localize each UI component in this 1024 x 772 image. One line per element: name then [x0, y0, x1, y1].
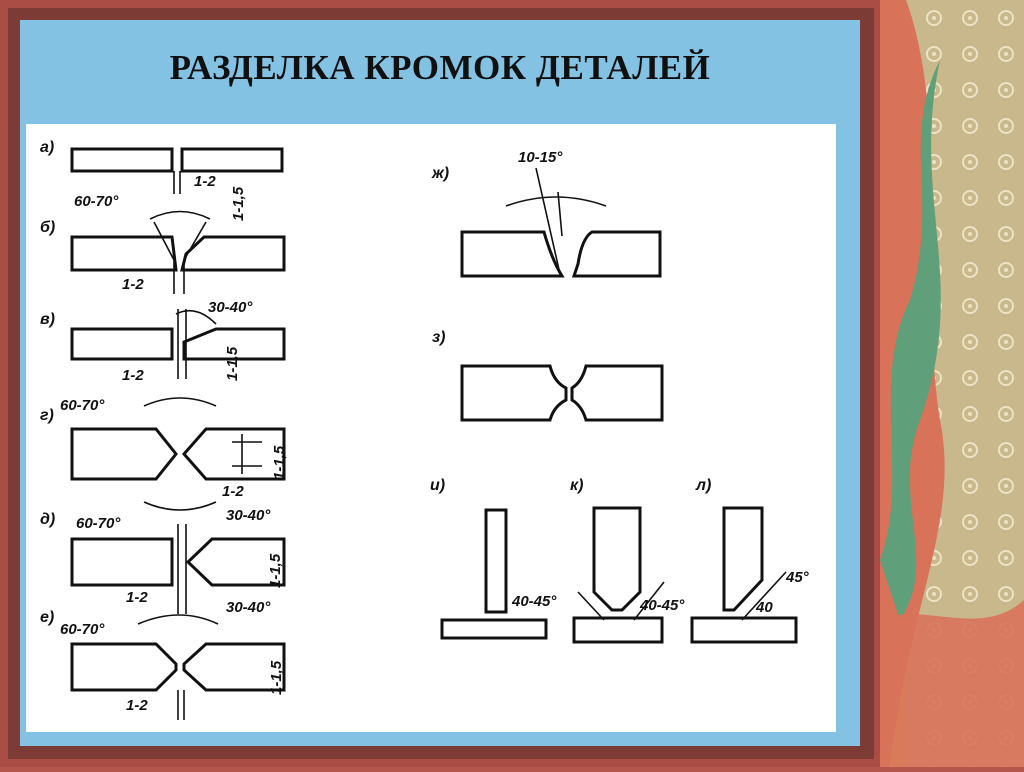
label-g: г) — [40, 407, 54, 424]
dim-d-angle-bottom: 30-40° — [226, 599, 271, 616]
dim-e-angle: 60-70° — [60, 621, 105, 638]
dim-g-root: 1-1,5 — [271, 445, 288, 480]
bevel-line-l — [741, 571, 787, 621]
plate-b-right — [180, 235, 286, 272]
dim-lines-d — [177, 524, 187, 614]
plate-k-base — [572, 616, 664, 644]
dim-g-gap: 1-2 — [222, 483, 244, 500]
plate-e-right — [182, 642, 286, 692]
angle-arcs — [143, 397, 217, 511]
angle-arc — [149, 210, 211, 220]
plate-zh-left — [460, 230, 565, 278]
label-e: е) — [40, 609, 54, 626]
dim-d-gap: 1-2 — [126, 589, 148, 606]
dim-v-root: 1-1,5 — [224, 346, 241, 381]
decorative-pattern — [880, 0, 1024, 767]
plate-l-base — [690, 616, 798, 644]
label-b: б) — [40, 219, 55, 236]
plate-l-vertical — [722, 506, 764, 612]
dim-d-angle: 60-70° — [76, 515, 121, 532]
label-v: в) — [40, 311, 55, 328]
angle-lines-zh — [505, 167, 607, 275]
plate-i-base — [440, 618, 548, 640]
dim-v-angle: 30-40° — [208, 299, 253, 316]
label-a: а) — [40, 139, 54, 156]
dim-e-gap: 1-2 — [126, 697, 148, 714]
plate-d-left — [70, 537, 174, 587]
dim-lines-e — [177, 690, 185, 720]
dim-b-angle: 60-70° — [74, 193, 119, 210]
dim-b-root: 1-1,5 — [230, 186, 247, 221]
dim-g-angle: 60-70° — [60, 397, 105, 414]
dim-k-angle: 40-45° — [639, 597, 685, 614]
dim-e-root: 1-1,5 — [268, 660, 285, 695]
angle-arc — [137, 614, 219, 625]
plate-v-right — [182, 327, 286, 361]
plate-e-left — [70, 642, 178, 692]
dim-zh-angle: 10-15° — [518, 149, 563, 166]
dim-v-gap: 1-2 — [122, 367, 144, 384]
plate-a-left — [70, 147, 174, 173]
plate-g-right — [182, 427, 286, 481]
dim-l-angle-1: 40 — [755, 599, 773, 616]
plate-z-left — [460, 364, 568, 422]
plate-z-right — [570, 364, 664, 422]
slide-title: РАЗДЕЛКА КРОМОК ДЕТАЛЕЙ — [169, 48, 711, 87]
label-l: л) — [695, 477, 711, 494]
decorative-side-panel — [880, 0, 1024, 767]
plate-g-left — [70, 427, 178, 481]
dim-a-gap: 1-2 — [194, 173, 216, 190]
label-k: к) — [570, 477, 583, 494]
plate-i-vertical — [484, 508, 508, 614]
bevel-lines-k — [577, 581, 665, 621]
label-zh: ж) — [431, 165, 449, 182]
label-i: и) — [430, 477, 445, 494]
plate-a-right — [180, 147, 284, 173]
dim-d-angle-top: 30-40° — [226, 507, 271, 524]
dim-i-angle: 40-45° — [511, 593, 557, 610]
dim-lines-g — [232, 434, 262, 474]
diagram-panel: а) 1-2 60-70° б) 1-1,5 1-2 в) 30-40° 1-2… — [26, 124, 836, 732]
label-z: з) — [432, 329, 446, 346]
plate-d-right — [185, 537, 286, 587]
dim-l-angle-2: 45° — [785, 569, 810, 586]
plate-v-left — [70, 327, 174, 361]
label-d: д) — [40, 511, 55, 528]
plate-b-left — [70, 235, 178, 272]
dim-lines-v — [175, 309, 217, 379]
edge-preparation-diagram: а) 1-2 60-70° б) 1-1,5 1-2 в) 30-40° 1-2… — [40, 139, 810, 720]
dim-b-gap: 1-2 — [122, 276, 144, 293]
plate-zh-right — [571, 230, 662, 278]
bevel-lines — [153, 221, 207, 294]
dim-d-root: 1-1,5 — [267, 553, 284, 588]
plate-k-vertical — [592, 506, 642, 612]
